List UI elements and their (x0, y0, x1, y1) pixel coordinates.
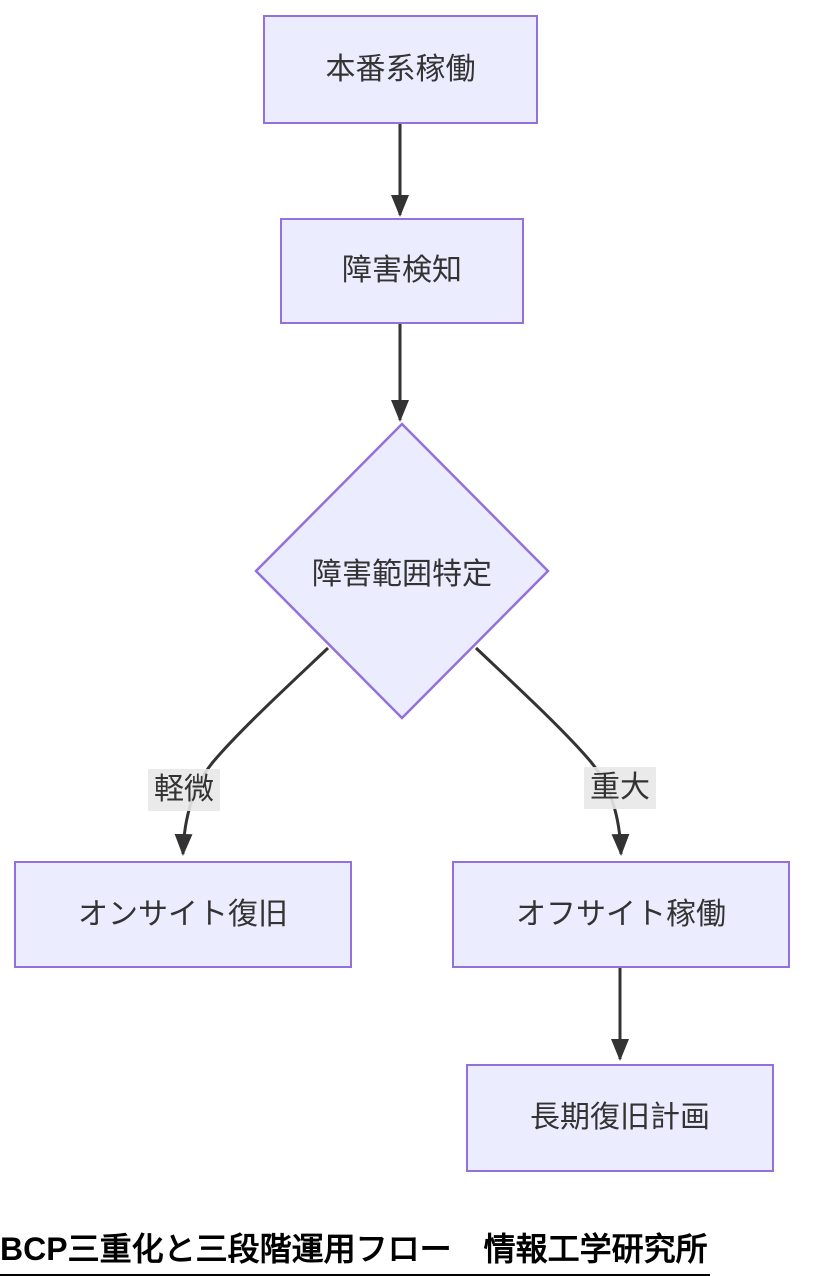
node-production: 本番系稼働 (263, 15, 538, 124)
edge-scope-onsite (174, 646, 330, 856)
decision-scope-shape (254, 422, 550, 720)
node-offsite-label: オフサイト稼働 (516, 897, 726, 931)
node-offsite: オフサイト稼働 (452, 861, 790, 968)
node-detect: 障害検知 (280, 218, 524, 324)
diagram-caption: BCP三重化と三段階運用フロー 情報工学研究所 (0, 1224, 710, 1276)
edge-scope-offsite (474, 646, 630, 856)
node-onsite-label: オンサイト復旧 (78, 897, 288, 931)
decision-scope-label: 障害範囲特定 (312, 558, 492, 591)
node-detect-label: 障害検知 (342, 254, 462, 287)
node-longterm: 長期復旧計画 (466, 1064, 774, 1172)
node-production-label: 本番系稼働 (325, 52, 476, 86)
edge-label-major: 重大 (584, 767, 656, 809)
node-onsite: オンサイト復旧 (14, 861, 352, 968)
node-longterm-label: 長期復旧計画 (530, 1101, 710, 1134)
edge-label-minor: 軽微 (148, 769, 220, 811)
